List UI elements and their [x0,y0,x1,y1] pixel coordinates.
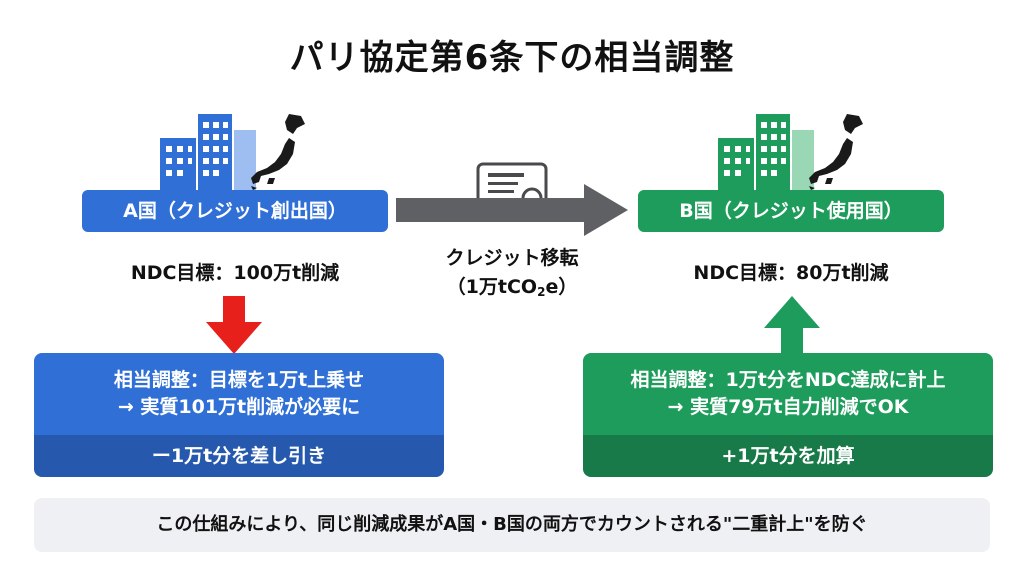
country-b-adjust-line2: → 実質79万t自力削減でOK [667,396,909,418]
country-a-label: A国（クレジット創出国） [82,190,388,232]
buildings-icon [160,114,256,190]
japan-map-icon [251,114,305,190]
country-b-adjust-line1: 相当調整：1万t分をNDC達成に計上 [630,369,946,391]
country-b-ndc: NDC目標：80万t削減 [693,262,889,284]
japan-map-icon [809,114,863,190]
country-a-adjust-line2: → 実質101万t削減が必要に [117,396,361,418]
country-a-result: ー1万t分を差し引き [34,435,444,477]
arrow-up-icon [764,296,820,354]
country-b-adjustment-box: 相当調整：1万t分をNDC達成に計上 → 実質79万t自力削減でOK +1万t分… [583,353,993,477]
footer-note: この仕組みにより、同じ削減成果がA国・B国の両方でカウントされる"二重計上"を防… [34,498,990,552]
country-b-result: +1万t分を加算 [583,435,993,477]
buildings-icon [718,114,814,190]
country-a-ndc: NDC目標：100万t削減 [130,262,340,284]
country-a-adjustment-box: 相当調整：目標を1万t上乗せ → 実質101万t削減が必要に ー1万t分を差し引… [34,353,444,477]
country-a-adjustment-text: 相当調整：目標を1万t上乗せ → 実質101万t削減が必要に [34,353,444,435]
country-b-label: B国（クレジット使用国） [638,190,944,232]
arrow-right-icon [396,184,628,236]
transfer-line2: （1万tCO2e） [446,276,578,299]
transfer-label: クレジット移転 （1万tCO2e） [412,244,612,307]
country-a-adjust-line1: 相当調整：目標を1万t上乗せ [113,369,365,391]
page-title: パリ協定第6条下の相当調整 [289,38,735,78]
transfer-line1: クレジット移転 [445,247,579,269]
country-b-adjustment-text: 相当調整：1万t分をNDC達成に計上 → 実質79万t自力削減でOK [583,353,993,435]
arrow-down-icon [206,296,262,354]
